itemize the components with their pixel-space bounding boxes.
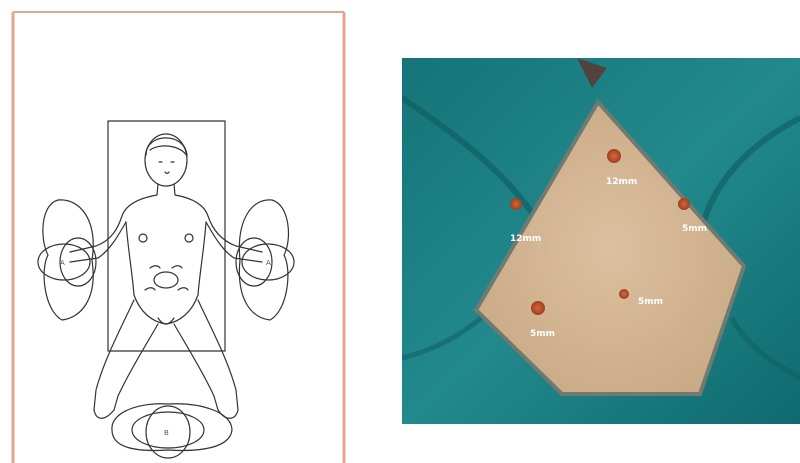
port-marker-top (607, 149, 621, 163)
patient-right-arm (175, 195, 262, 252)
port-marker-left (510, 198, 522, 210)
port-label-right: 5mm (682, 224, 707, 234)
port-label-left: 12mm (510, 234, 541, 244)
patient-right-leg (198, 300, 238, 410)
port-marker-center (619, 289, 629, 299)
position-mark-a-left: A (60, 259, 65, 267)
port-placement-photo: 12mm 5mm 12mm 5mm 5mm (402, 58, 800, 424)
patient-head (145, 134, 187, 186)
port-label-bottom-left: 5mm (530, 329, 555, 339)
position-mark-b: B (164, 429, 169, 437)
port-label-top: 12mm (606, 177, 637, 187)
surgeon-position-bottom: B (112, 404, 232, 458)
position-mark-a-right: A (266, 259, 271, 267)
port-label-center: 5mm (638, 297, 663, 307)
port-marker-right (678, 198, 690, 210)
port-photo-svg: 12mm 5mm 12mm 5mm 5mm (402, 58, 800, 424)
patient-torso (126, 222, 206, 295)
patient-left-arm (70, 195, 157, 252)
patient-left-leg (94, 300, 134, 410)
port-marker-bottom-left (531, 301, 545, 315)
